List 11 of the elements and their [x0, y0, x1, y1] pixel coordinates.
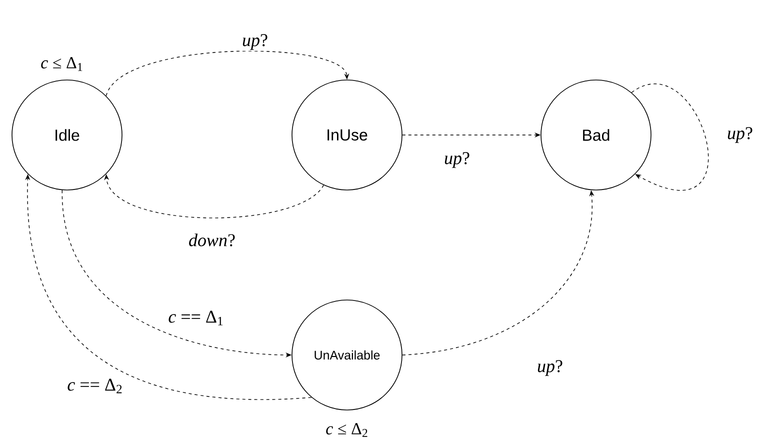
edge-label: up? [536, 359, 564, 377]
edge-label: up? [443, 151, 471, 169]
edge-label: c == Δ$_{1}$ [167, 310, 225, 326]
guard-label: c ≤ Δ$_{2}$ [326, 423, 368, 437]
guard-label: c ≤ Δ$_{1}$ [41, 57, 82, 71]
edge-label: up? [241, 33, 269, 51]
edge-label: c == Δ$_{2}$ [66, 378, 124, 394]
arrow [631, 84, 709, 190]
edge-label: up? [726, 126, 754, 144]
arrow [106, 50, 350, 96]
edge-label: down? [188, 232, 236, 248]
